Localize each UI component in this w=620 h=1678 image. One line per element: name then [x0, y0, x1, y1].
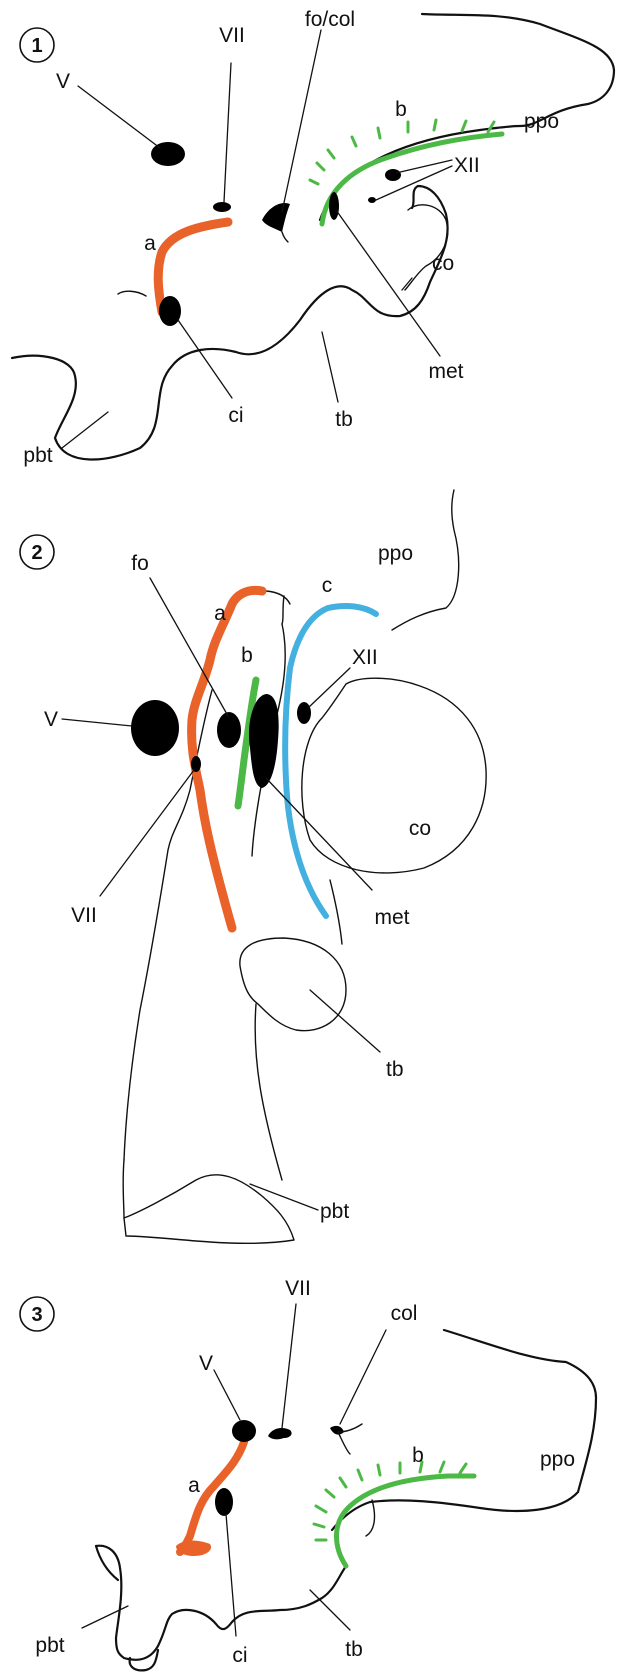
panel-3-tb-leader: [310, 1590, 350, 1630]
panel-3-structure-a: [180, 1442, 244, 1552]
panel-1-label-pbt: pbt: [23, 444, 52, 467]
panel-2-label-pbt: pbt: [320, 1200, 349, 1223]
panel-3-label-VII: VII: [285, 1277, 311, 1300]
panel-3-label-col: col: [391, 1302, 418, 1325]
panel-1-XII-blob-1: [385, 169, 401, 181]
panel-3-label-V: V: [199, 1352, 213, 1375]
panel-1-pbt-leader: [62, 412, 108, 448]
panel-2-label-tb: tb: [386, 1058, 404, 1081]
panel-2-inner-right-outline: [282, 596, 284, 624]
panel-1-label-VII: VII: [219, 24, 245, 47]
panel-2-fo-blob: [217, 712, 241, 748]
panel-3-inner-loop: [366, 1500, 374, 1536]
panel-1-fo-col-blob: [262, 203, 290, 232]
panel-2-label-XII: XII: [352, 646, 378, 669]
panel-1-ci-leader: [178, 320, 232, 398]
panel-1-label-ppo: ppo: [524, 110, 559, 133]
panel-2-V-leader: [62, 719, 132, 726]
panel-3-label-ppo: ppo: [540, 1448, 575, 1471]
panel-2-label-a: a: [214, 602, 226, 625]
panel-1-label-V: V: [56, 70, 70, 93]
panel-1-tb-leader: [322, 332, 338, 402]
panel-3-label-b: b: [412, 1444, 424, 1467]
panel-1-VII-blob: [213, 202, 231, 212]
panel-2-label-b: b: [241, 644, 253, 667]
panel-2-co-circle: [302, 678, 486, 873]
panel-2-XII-blob: [297, 702, 311, 724]
panel-2-lower-left-body: [255, 1004, 282, 1180]
panel-1-label-met: met: [428, 360, 463, 383]
panel-1-label-a: a: [144, 232, 156, 255]
panel-3-col-blob: [330, 1426, 344, 1435]
panel-1-V-leader: [78, 86, 160, 148]
panel-3-pbt-leader: [82, 1606, 128, 1628]
panel-1-structure-b: [322, 134, 502, 224]
panel-2-pbt-leader: [250, 1184, 318, 1210]
panel-1-number: 1: [31, 35, 42, 57]
panel-1-met-blob: [329, 192, 339, 220]
panel-1-VII-leader: [224, 63, 231, 202]
panel-2-met-blob: [249, 694, 279, 788]
panel-2-label-VII: VII: [71, 904, 97, 927]
panel-1-label-b: b: [395, 98, 407, 121]
panel-3-structure-b: [337, 1476, 475, 1566]
panel-2-label-c: c: [322, 574, 333, 597]
panel-1-ppo-outline: [320, 14, 614, 220]
panel-2-number: 2: [31, 542, 42, 564]
panel-3-V-leader: [214, 1370, 240, 1420]
panel-1-ci-blob: [159, 296, 181, 326]
panel-3-VII-leader: [282, 1304, 296, 1428]
panel-2-right-body-outline: [330, 880, 342, 944]
panel-1-label-XII: XII: [454, 154, 480, 177]
panel-3-label-a: a: [188, 1474, 200, 1497]
panel-3-label-ci: ci: [232, 1644, 247, 1667]
panel-3-col-leader: [340, 1330, 386, 1424]
panel-1-met-leader: [336, 210, 440, 356]
panel-1-label-co: co: [432, 252, 454, 275]
panel-1-fo-col-stalk: [282, 232, 288, 242]
panel-2: 2 fo ppo a c b X: [20, 490, 486, 1243]
panel-2-met-leader: [266, 778, 372, 890]
panel-1-co-outline: [405, 205, 448, 290]
panel-2-label-ppo: ppo: [378, 542, 413, 565]
panel-2-a-top-hook: [266, 591, 290, 604]
panel-1-XII-leader-1: [396, 160, 452, 173]
panel-3-ci-blob: [215, 1488, 233, 1516]
panel-3-label-tb: tb: [345, 1638, 363, 1661]
panel-3-body-outline: [96, 1546, 346, 1660]
panel-1-label-fo-col: fo/col: [305, 8, 355, 31]
panel-1-label-tb: tb: [335, 408, 353, 431]
panel-2-label-V: V: [44, 708, 58, 731]
panel-2-pbt-base: [124, 1175, 294, 1244]
panel-3-number: 3: [31, 1304, 42, 1326]
panel-3: 3: [20, 1277, 596, 1670]
panel-2-pbt-left-edge: [123, 1160, 124, 1218]
panel-2-label-met: met: [374, 906, 409, 929]
panel-1-tb-inner: [118, 291, 146, 296]
panel-3-label-pbt: pbt: [35, 1634, 64, 1657]
panel-3-left-base: [96, 1546, 118, 1580]
panel-1-label-ci: ci: [228, 404, 243, 427]
panel-2-VII-leader: [100, 770, 194, 896]
panel-2-VII-blob: [191, 756, 201, 772]
panel-1: 1: [12, 8, 614, 467]
panel-3-ci-leader: [226, 1514, 236, 1636]
panel-1-XII-blob-2: [368, 197, 376, 203]
panel-2-V-blob: [131, 700, 179, 756]
panel-2-label-co: co: [409, 817, 431, 840]
panel-2-label-fo: fo: [131, 552, 149, 575]
panel-1-fo-col-leader: [282, 30, 321, 212]
panel-3-V-blob: [232, 1420, 256, 1442]
panel-3-VII-blob: [268, 1428, 292, 1439]
